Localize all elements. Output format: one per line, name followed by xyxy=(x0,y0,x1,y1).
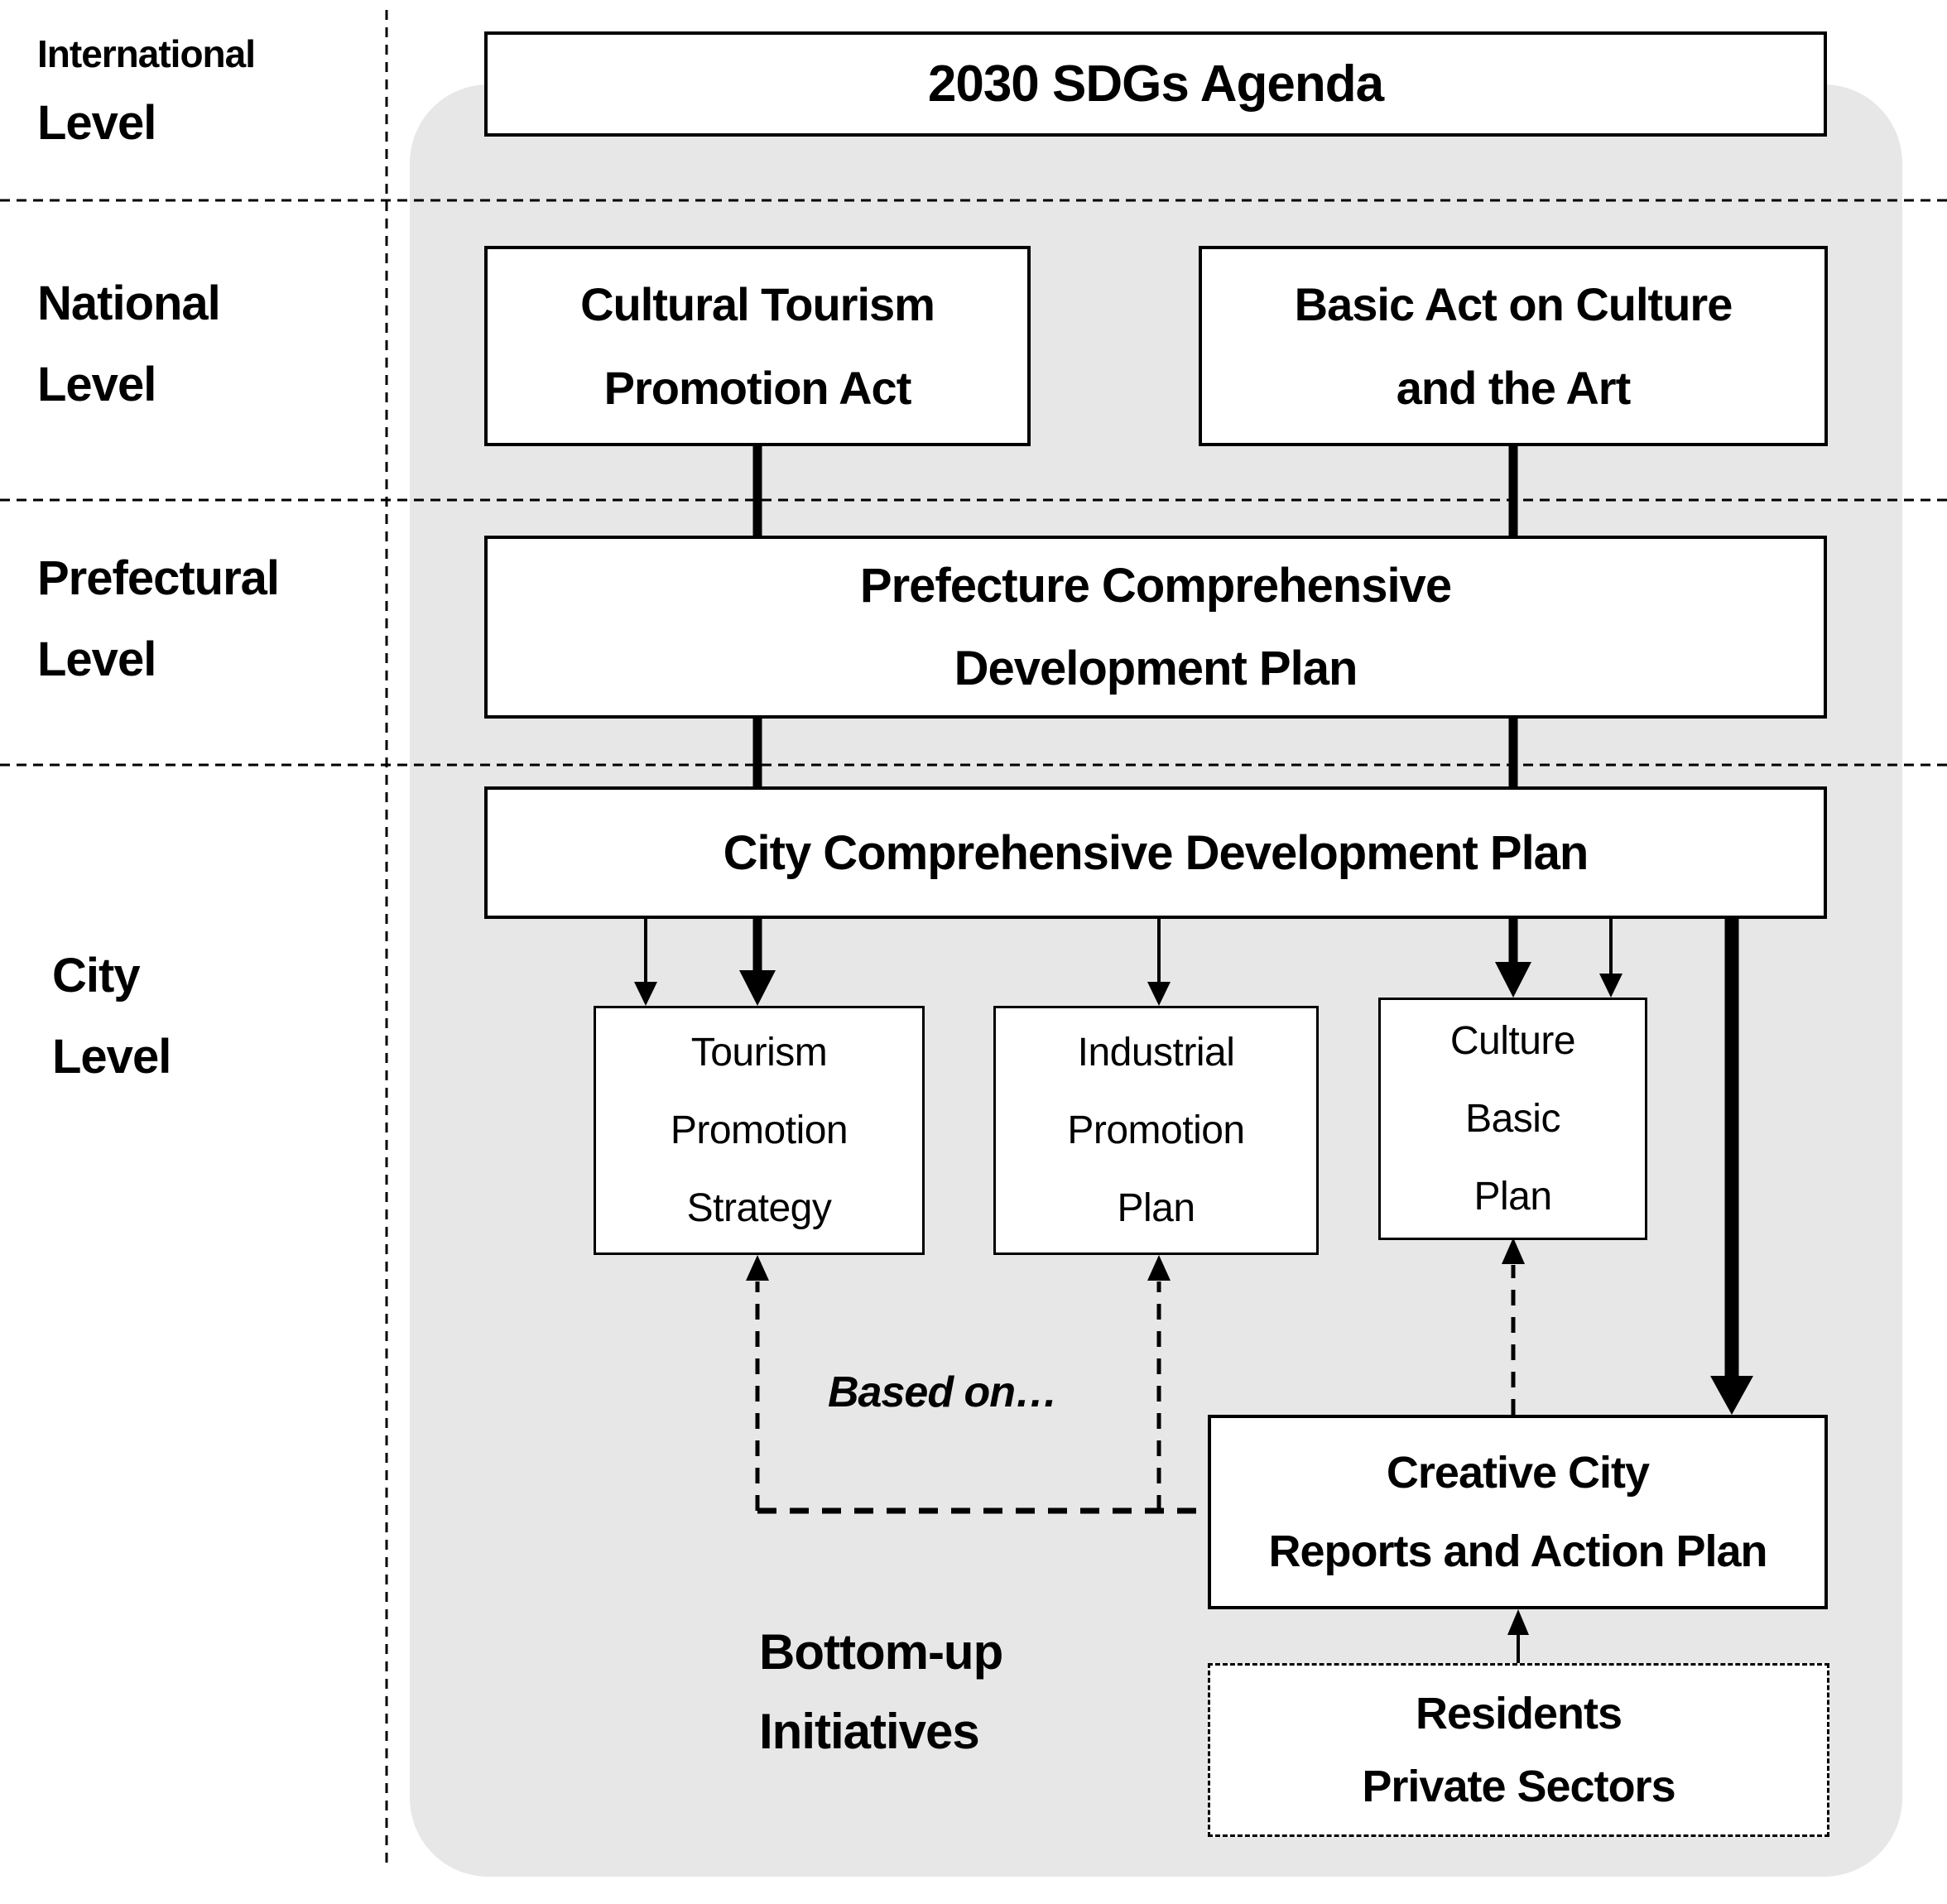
annotation-line: Bottom-up xyxy=(759,1624,1003,1680)
level-label-line: International xyxy=(37,32,256,75)
box-label-line: Development Plan xyxy=(954,641,1358,695)
level-separators xyxy=(0,10,1947,1865)
annotation-line: Initiatives xyxy=(759,1704,980,1759)
box-cultural-tourism-promotion-act: Cultural Tourism Promotion Act xyxy=(484,246,1031,446)
level-label-international: International Level xyxy=(37,25,256,164)
level-label-line: Prefectural xyxy=(37,551,280,605)
box-label-line: Creative City xyxy=(1386,1447,1650,1498)
annotation-bottom-up-initiatives: Bottom-up Initiatives xyxy=(759,1613,1003,1772)
box-label-line: Basic Act on Culture xyxy=(1294,278,1733,330)
level-label-line: Level xyxy=(37,358,156,411)
level-label-city: City Level xyxy=(52,935,171,1098)
thick-arrow-to-culture xyxy=(1495,919,1531,998)
box-industrial-promotion-plan: Industrial Promotion Plan xyxy=(993,1006,1319,1255)
level-label-line: Level xyxy=(37,632,156,686)
box-label-line: Strategy xyxy=(686,1185,832,1230)
thick-arrow-to-tourism xyxy=(739,919,776,1006)
hierarchy-connectors xyxy=(752,445,1518,788)
box-label-line: Promotion Act xyxy=(603,362,912,414)
box-label-line: Residents xyxy=(1415,1689,1622,1738)
box-label-line: and the Art xyxy=(1396,362,1631,414)
thin-arrow-to-tourism xyxy=(634,919,657,1006)
box-label-line: Tourism xyxy=(690,1030,828,1075)
level-label-national: National Level xyxy=(37,263,221,426)
bottom-up-dashed-links xyxy=(746,1238,1525,1514)
box-label-line: Prefecture Comprehensive xyxy=(859,558,1452,613)
dashed-arrow-to-culture xyxy=(1502,1238,1525,1415)
box-label-line: Promotion xyxy=(1067,1108,1245,1152)
box-residents-private-sectors: Residents Private Sectors xyxy=(1208,1663,1829,1837)
level-label-prefectural: Prefectural Level xyxy=(37,538,280,700)
box-creative-city-reports-action-plan: Creative City Reports and Action Plan xyxy=(1208,1415,1828,1609)
thin-arrow-to-culture xyxy=(1599,919,1622,998)
box-sdgs-agenda: 2030 SDGs Agenda xyxy=(484,31,1827,137)
box-label-line: City Comprehensive Development Plan xyxy=(723,825,1589,880)
box-prefecture-comprehensive-development-plan: Prefecture Comprehensive Development Pla… xyxy=(484,536,1827,719)
residents-to-creative-arrow xyxy=(1507,1609,1529,1663)
box-label-line: Culture xyxy=(1449,1018,1576,1063)
mega-arrow-to-creative-city xyxy=(1710,919,1753,1415)
box-label-line: Cultural Tourism xyxy=(580,278,935,330)
thin-arrow-to-industrial xyxy=(1147,919,1171,1006)
box-culture-basic-plan: Culture Basic Plan xyxy=(1378,998,1647,1240)
box-label-line: Promotion xyxy=(670,1108,849,1152)
dashed-arrow-to-industrial xyxy=(1147,1255,1171,1511)
annotation-based-on: Based on… xyxy=(828,1368,1058,1416)
dashed-arrow-to-tourism xyxy=(746,1255,769,1511)
box-label-line: Private Sectors xyxy=(1362,1762,1675,1811)
level-label-line: Level xyxy=(52,1030,171,1084)
level-label-line: National xyxy=(37,276,221,330)
level-label-line: Level xyxy=(37,96,156,150)
box-label-line: Reports and Action Plan xyxy=(1268,1526,1767,1576)
box-sdgs-agenda-label: 2030 SDGs Agenda xyxy=(927,55,1384,113)
box-label-line: Plan xyxy=(1117,1185,1195,1230)
box-city-comprehensive-development-plan: City Comprehensive Development Plan xyxy=(484,786,1827,919)
level-label-line: City xyxy=(52,949,141,1002)
box-label-line: Plan xyxy=(1473,1174,1552,1219)
box-label-line: Industrial xyxy=(1077,1030,1235,1075)
box-label-line: Basic xyxy=(1465,1096,1560,1141)
box-basic-act-on-culture-and-the-art: Basic Act on Culture and the Art xyxy=(1199,246,1828,446)
box-tourism-promotion-strategy: Tourism Promotion Strategy xyxy=(594,1006,925,1255)
city-plan-arrows xyxy=(634,919,1753,1415)
